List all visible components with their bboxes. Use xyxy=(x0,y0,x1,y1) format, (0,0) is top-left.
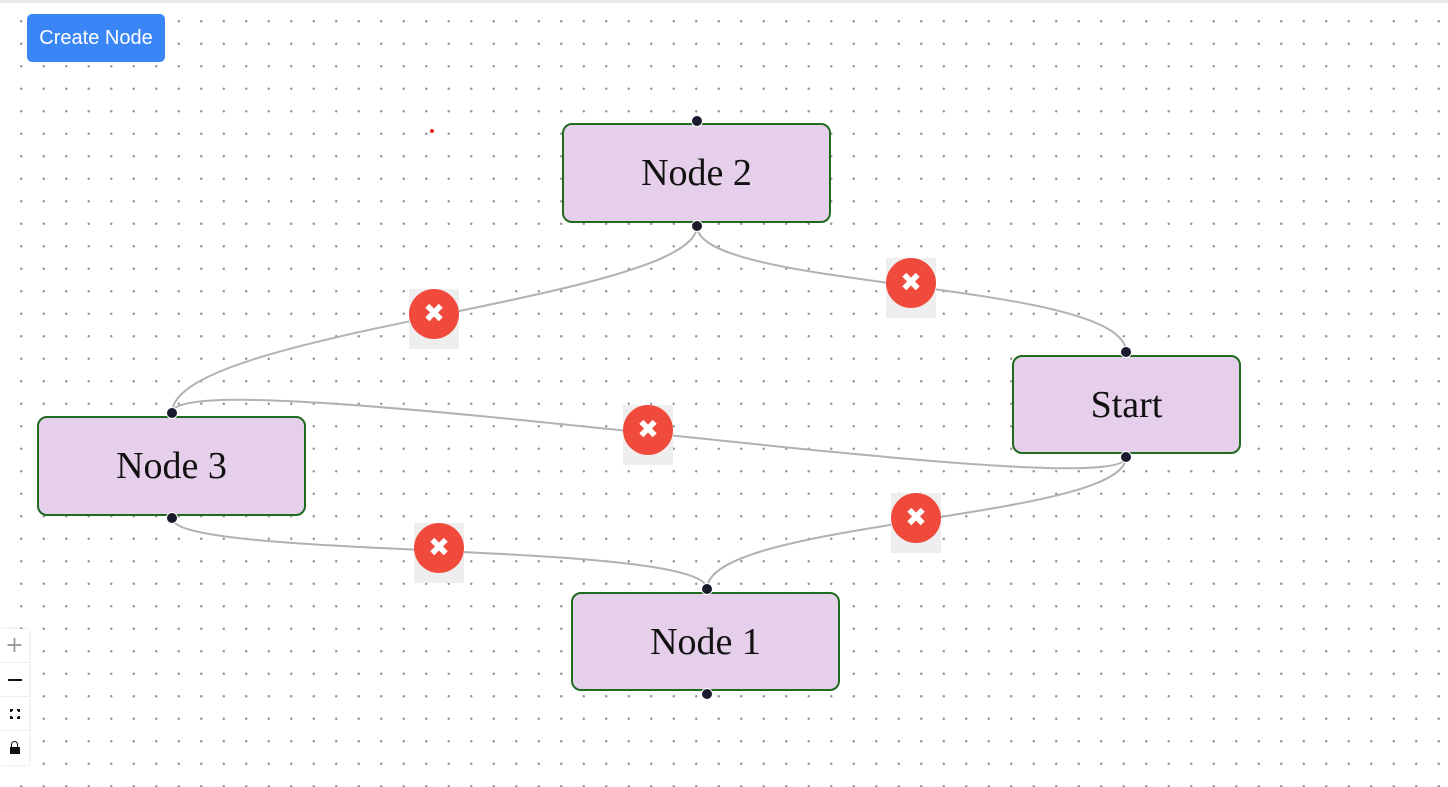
fit-view-button[interactable] xyxy=(0,697,29,731)
delete-edge-button[interactable]: ✖ xyxy=(886,258,936,318)
delete-edge-button[interactable]: ✖ xyxy=(414,523,464,583)
flow-controls: + xyxy=(0,629,29,765)
node-1-source-handle[interactable] xyxy=(701,688,713,700)
close-icon: ✖ xyxy=(414,523,464,573)
close-icon: ✖ xyxy=(623,405,673,455)
plus-icon: + xyxy=(5,633,24,658)
node-label: Start xyxy=(1090,383,1163,426)
node-label: Node 3 xyxy=(116,445,227,487)
node-1-target-handle[interactable] xyxy=(701,583,713,595)
flow-node-node-1[interactable]: Node 1 xyxy=(571,592,840,691)
zoom-out-button[interactable] xyxy=(0,663,29,697)
node-label: Node 2 xyxy=(641,152,752,194)
flow-node-node-2[interactable]: Node 2 xyxy=(562,123,831,223)
flow-node-node-3[interactable]: Node 3 xyxy=(37,416,306,516)
close-icon: ✖ xyxy=(409,289,459,339)
top-border xyxy=(0,0,1448,3)
node-3-target-handle[interactable] xyxy=(166,407,178,419)
start-target-handle[interactable] xyxy=(1120,346,1132,358)
node-2-target-handle[interactable] xyxy=(691,115,703,127)
node-3-source-handle[interactable] xyxy=(166,512,178,524)
node-label: Node 1 xyxy=(650,620,761,663)
zoom-in-button[interactable]: + xyxy=(0,629,29,663)
node-2-source-handle[interactable] xyxy=(691,220,703,232)
start-source-handle[interactable] xyxy=(1120,451,1132,463)
delete-edge-button[interactable]: ✖ xyxy=(409,289,459,349)
fit-view-icon xyxy=(9,708,20,719)
stray-dot-marker xyxy=(430,129,434,133)
delete-edge-button[interactable]: ✖ xyxy=(891,493,941,553)
toggle-interactivity-button[interactable] xyxy=(0,731,29,765)
delete-edge-button[interactable]: ✖ xyxy=(623,405,673,465)
create-node-button[interactable]: Create Node xyxy=(27,14,165,62)
close-icon: ✖ xyxy=(891,493,941,543)
close-icon: ✖ xyxy=(886,258,936,308)
minus-icon xyxy=(7,678,22,681)
lock-icon xyxy=(9,740,20,754)
flow-node-start[interactable]: Start xyxy=(1012,355,1241,454)
